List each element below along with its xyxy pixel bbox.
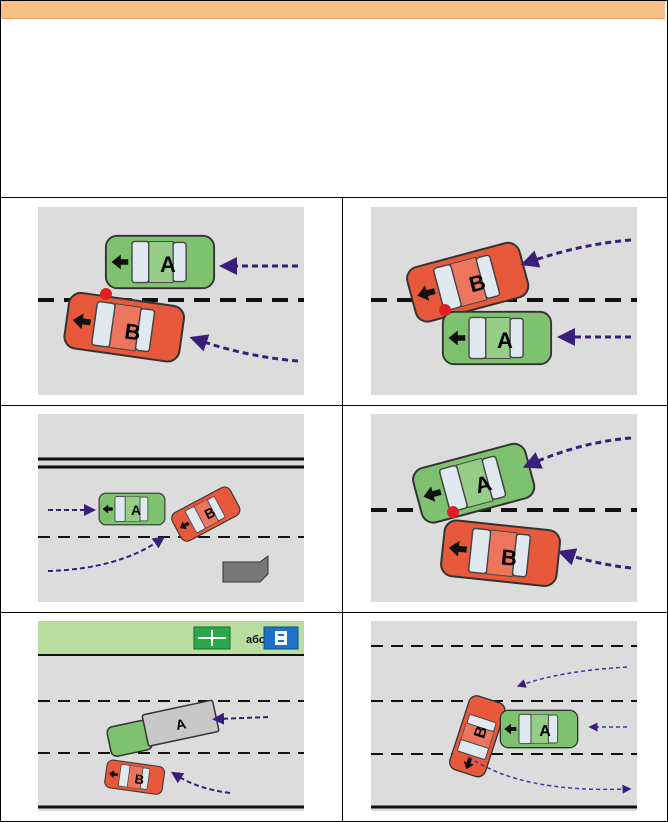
scenario-2: B A — [371, 207, 637, 395]
car-a-label: A — [131, 502, 141, 518]
impact-point — [439, 304, 451, 316]
car-b-label: B — [134, 771, 145, 787]
trajectory-b-continuation — [468, 756, 632, 794]
car-a: A — [499, 709, 579, 749]
impact-point — [100, 288, 112, 300]
road-sign-lane-direction — [263, 626, 299, 650]
car-b: B — [403, 239, 532, 326]
scenario-4: A B — [371, 414, 637, 602]
trajectory-b — [47, 536, 165, 572]
car-b: B — [103, 758, 166, 796]
trajectory-b — [557, 548, 632, 570]
car-b-label: B — [466, 269, 488, 297]
car-a: A — [441, 310, 553, 366]
scenario-1: A B — [38, 207, 304, 395]
roadside-obstacle — [222, 555, 269, 583]
car-b-label: B — [471, 724, 491, 740]
trajectory-a — [212, 712, 269, 725]
car-a-label: A — [497, 328, 513, 353]
car-a: A — [409, 440, 538, 527]
car-b-label: B — [123, 318, 142, 345]
car-b-label: B — [500, 544, 518, 571]
trajectory-b — [189, 334, 299, 363]
car-b: B — [438, 518, 563, 589]
trajectory-b — [516, 666, 628, 688]
divider-row-1 — [0, 405, 668, 406]
header-band — [1, 1, 665, 19]
scenario-3: A B — [38, 414, 304, 602]
car-a-label: A — [472, 470, 494, 498]
road-sign-lanes — [193, 626, 231, 650]
trajectory-a — [522, 436, 632, 469]
car-b: B — [168, 484, 243, 545]
impact-point — [447, 506, 459, 518]
trajectory-b — [520, 238, 632, 268]
divider-top — [0, 197, 668, 198]
car-a: A — [98, 492, 166, 526]
car-b: B — [446, 693, 508, 780]
scenario-6: B A — [371, 621, 637, 811]
car-a: A — [141, 699, 220, 747]
scenario-5: або A B — [38, 621, 304, 811]
trajectory-b — [170, 771, 231, 794]
divider-center — [342, 198, 343, 822]
car-a: A — [104, 234, 216, 290]
car-a-label: A — [539, 723, 551, 740]
header-area — [1, 19, 665, 197]
roadside-strip — [38, 621, 304, 655]
car-a-label: A — [174, 715, 187, 733]
sign-separator-text: або — [246, 634, 266, 646]
car-b: B — [61, 290, 187, 365]
divider-row-2 — [0, 612, 668, 613]
car-a-label: A — [160, 252, 176, 277]
